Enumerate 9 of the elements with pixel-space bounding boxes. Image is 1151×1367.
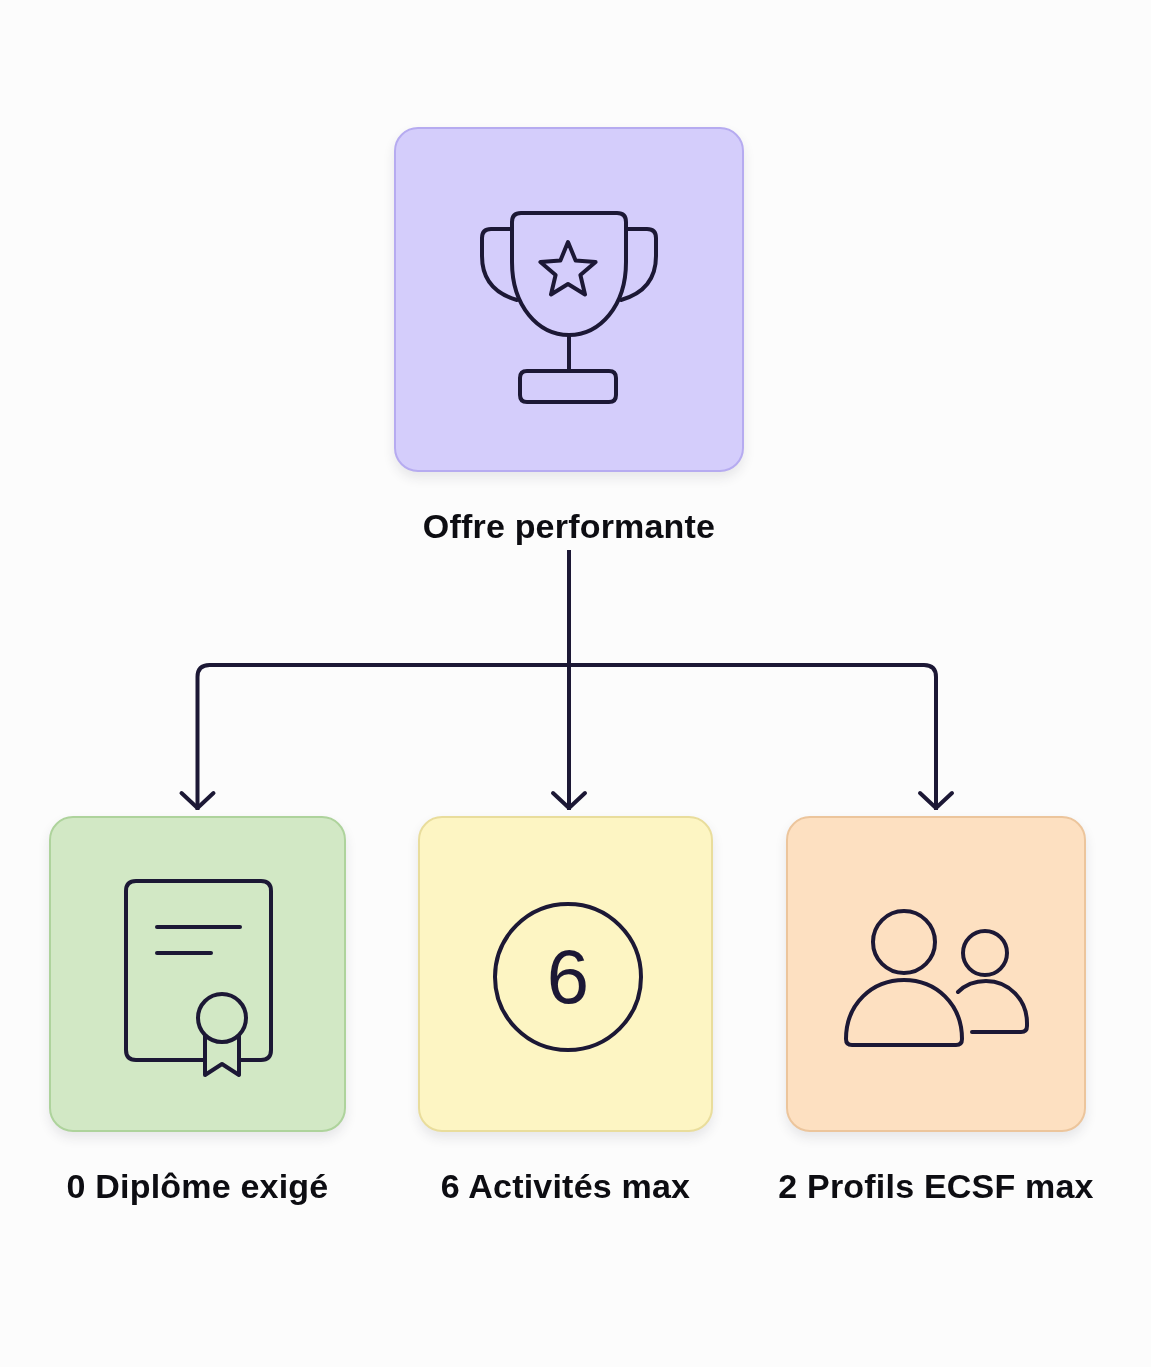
arrow — [179, 663, 567, 810]
node-label: 0 Diplôme exigé — [66, 1166, 329, 1206]
connector-line — [567, 550, 571, 663]
node-label: 6 Activités max — [440, 1166, 691, 1206]
node-label: 2 Profils ECSF max — [778, 1166, 1094, 1206]
arrow — [551, 663, 587, 810]
arrow — [571, 663, 954, 810]
circled-number: 6 — [493, 902, 643, 1052]
node-label: Offre performante — [422, 506, 716, 546]
